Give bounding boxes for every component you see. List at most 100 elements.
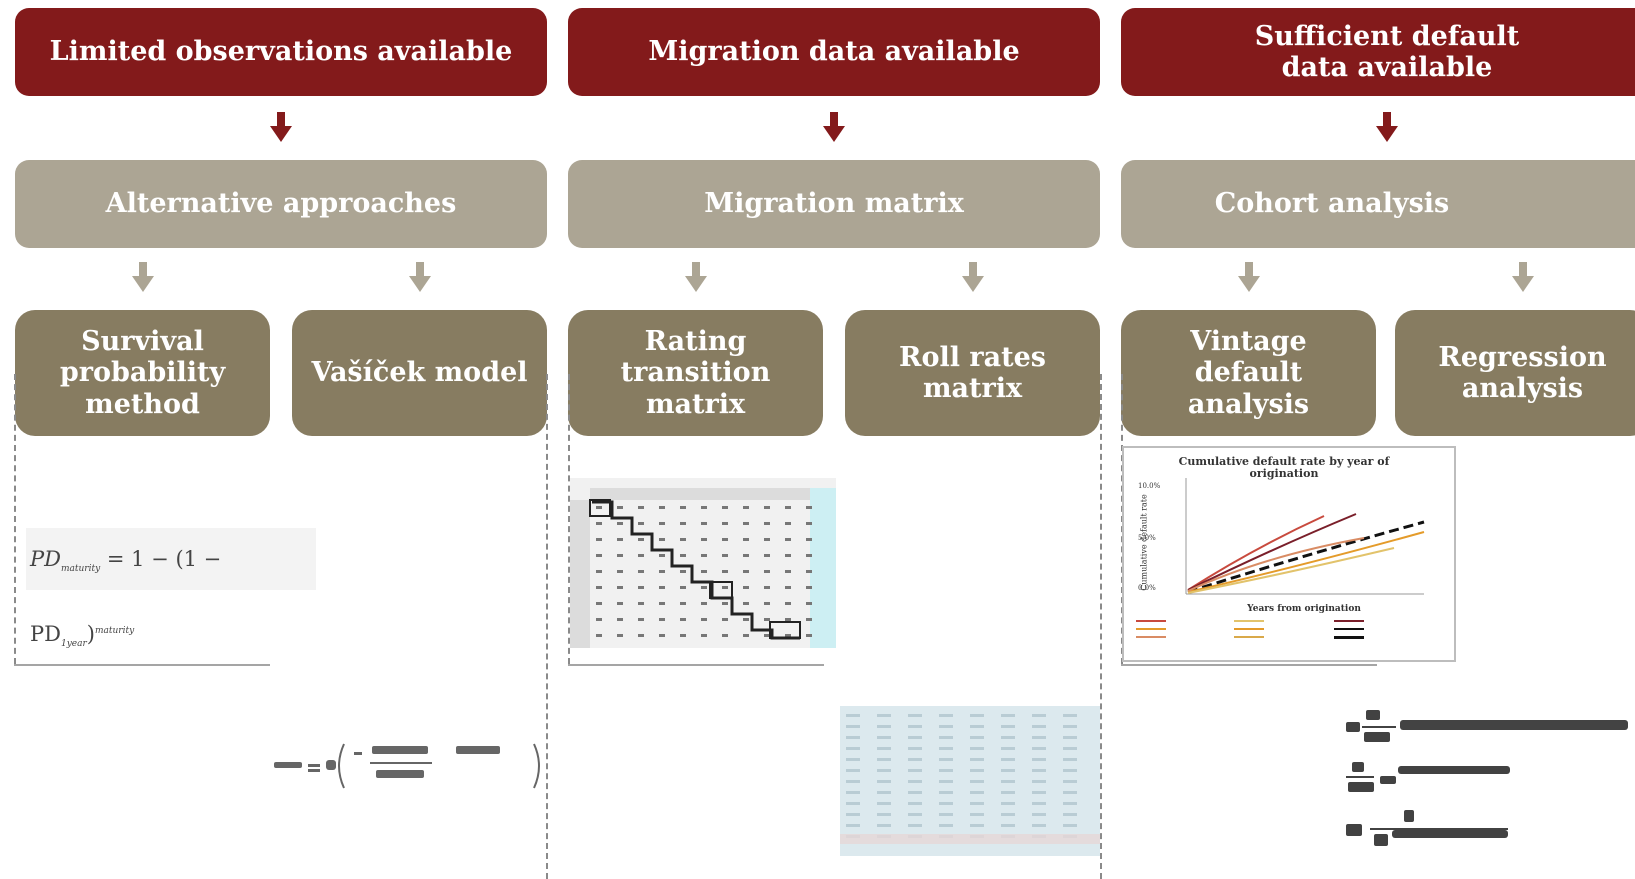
roll-cell bbox=[846, 725, 860, 728]
technique-regression: Regression analysis bbox=[1395, 310, 1635, 436]
matrix-cell bbox=[764, 618, 770, 621]
matrix-cell bbox=[785, 570, 791, 573]
chart-plot-area bbox=[1136, 478, 1425, 639]
roll-cell bbox=[1063, 769, 1077, 772]
technique-survival-probability: Survival probability method bbox=[15, 310, 270, 436]
roll-cell bbox=[1063, 725, 1077, 728]
down-arrow-icon bbox=[270, 112, 292, 142]
roll-cell bbox=[1063, 791, 1077, 794]
matrix-cell bbox=[596, 602, 602, 605]
vasicek-formula-image bbox=[274, 743, 540, 789]
roll-cell bbox=[846, 824, 860, 827]
formula-subscript: 1year bbox=[60, 639, 87, 650]
chart-series-line bbox=[1187, 547, 1395, 594]
matrix-cell bbox=[743, 602, 749, 605]
roll-cell bbox=[877, 725, 891, 728]
down-arrow-icon bbox=[409, 262, 431, 292]
matrix-cell bbox=[764, 522, 770, 525]
matrix-cell bbox=[764, 634, 770, 637]
roll-cell bbox=[1032, 824, 1046, 827]
matrix-cell bbox=[617, 570, 623, 573]
matrix-cell bbox=[659, 570, 665, 573]
roll-cell bbox=[908, 714, 922, 717]
matrix-cell bbox=[596, 634, 602, 637]
matrix-cell bbox=[617, 634, 623, 637]
matrix-cell bbox=[806, 538, 812, 541]
matrix-cell bbox=[743, 522, 749, 525]
roll-cell bbox=[877, 747, 891, 750]
regression-formulas-image bbox=[1346, 710, 1628, 846]
roll-cell bbox=[939, 780, 953, 783]
technique-label: Vašíček model bbox=[311, 357, 528, 389]
roll-cell bbox=[1032, 769, 1046, 772]
technique-vintage-default: Vintage default analysis bbox=[1121, 310, 1376, 436]
matrix-cell bbox=[701, 538, 707, 541]
matrix-cell bbox=[596, 506, 602, 509]
matrix-cell bbox=[785, 538, 791, 541]
matrix-cell bbox=[743, 570, 749, 573]
roll-cell bbox=[1001, 758, 1015, 761]
method-label: Migration matrix bbox=[704, 188, 964, 220]
method-migration-matrix: Migration matrix bbox=[568, 160, 1100, 248]
roll-cell bbox=[846, 802, 860, 805]
chart-title: Cumulative default rate by year of origi… bbox=[1178, 455, 1390, 481]
roll-cell bbox=[970, 769, 984, 772]
dashed-frame-line bbox=[568, 374, 570, 664]
roll-cell bbox=[908, 813, 922, 816]
roll-cell bbox=[1001, 747, 1015, 750]
matrix-cell bbox=[680, 634, 686, 637]
down-arrow-icon bbox=[823, 112, 845, 142]
technique-label: Roll rates matrix bbox=[899, 341, 1046, 404]
frame-bottom-line bbox=[1121, 664, 1377, 666]
roll-cell bbox=[877, 769, 891, 772]
survival-probability-formula: PDmaturity = 1 − (1 − PD1year)maturity bbox=[26, 528, 316, 649]
matrix-cell bbox=[638, 506, 644, 509]
matrix-cell bbox=[743, 618, 749, 621]
roll-cell bbox=[1001, 824, 1015, 827]
roll-cell bbox=[846, 791, 860, 794]
formula-superscript: maturity bbox=[94, 626, 135, 637]
vintage-chart: Cumulative default rate by year of origi… bbox=[1122, 446, 1456, 662]
matrix-cell bbox=[617, 538, 623, 541]
roll-cell bbox=[1001, 736, 1015, 739]
roll-cell bbox=[970, 714, 984, 717]
matrix-cell bbox=[806, 522, 812, 525]
roll-cell bbox=[908, 791, 922, 794]
frame-bottom-line bbox=[14, 664, 270, 666]
roll-cell bbox=[970, 758, 984, 761]
formula-paren: ) bbox=[86, 622, 95, 647]
down-arrow-icon bbox=[132, 262, 154, 292]
matrix-cell bbox=[722, 602, 728, 605]
roll-cell bbox=[846, 780, 860, 783]
matrix-cell bbox=[764, 538, 770, 541]
matrix-cell bbox=[701, 586, 707, 589]
dashed-frame-line bbox=[546, 374, 548, 879]
matrix-cell bbox=[722, 586, 728, 589]
matrix-cell bbox=[680, 538, 686, 541]
down-arrow-icon bbox=[685, 262, 707, 292]
roll-cell bbox=[1001, 791, 1015, 794]
matrix-cell bbox=[680, 522, 686, 525]
roll-cell bbox=[939, 736, 953, 739]
roll-cell bbox=[1001, 714, 1015, 717]
roll-cell bbox=[939, 802, 953, 805]
chart-series-line bbox=[1187, 515, 1325, 591]
matrix-cell bbox=[659, 554, 665, 557]
roll-cell bbox=[939, 758, 953, 761]
roll-cell bbox=[1032, 714, 1046, 717]
chart-legend-swatches bbox=[1136, 620, 1364, 639]
roll-cell bbox=[970, 736, 984, 739]
matrix-cell bbox=[785, 586, 791, 589]
header-label: Limited observations available bbox=[49, 36, 513, 68]
roll-cell bbox=[1063, 714, 1077, 717]
matrix-cell bbox=[596, 618, 602, 621]
roll-cell bbox=[1001, 813, 1015, 816]
matrix-cell bbox=[722, 506, 728, 509]
matrix-cell bbox=[785, 506, 791, 509]
matrix-cell bbox=[806, 570, 812, 573]
header-label: Sufficient default data available bbox=[1254, 20, 1520, 83]
roll-cell bbox=[1032, 780, 1046, 783]
roll-cell bbox=[939, 747, 953, 750]
matrix-cell bbox=[785, 602, 791, 605]
roll-cell bbox=[846, 747, 860, 750]
